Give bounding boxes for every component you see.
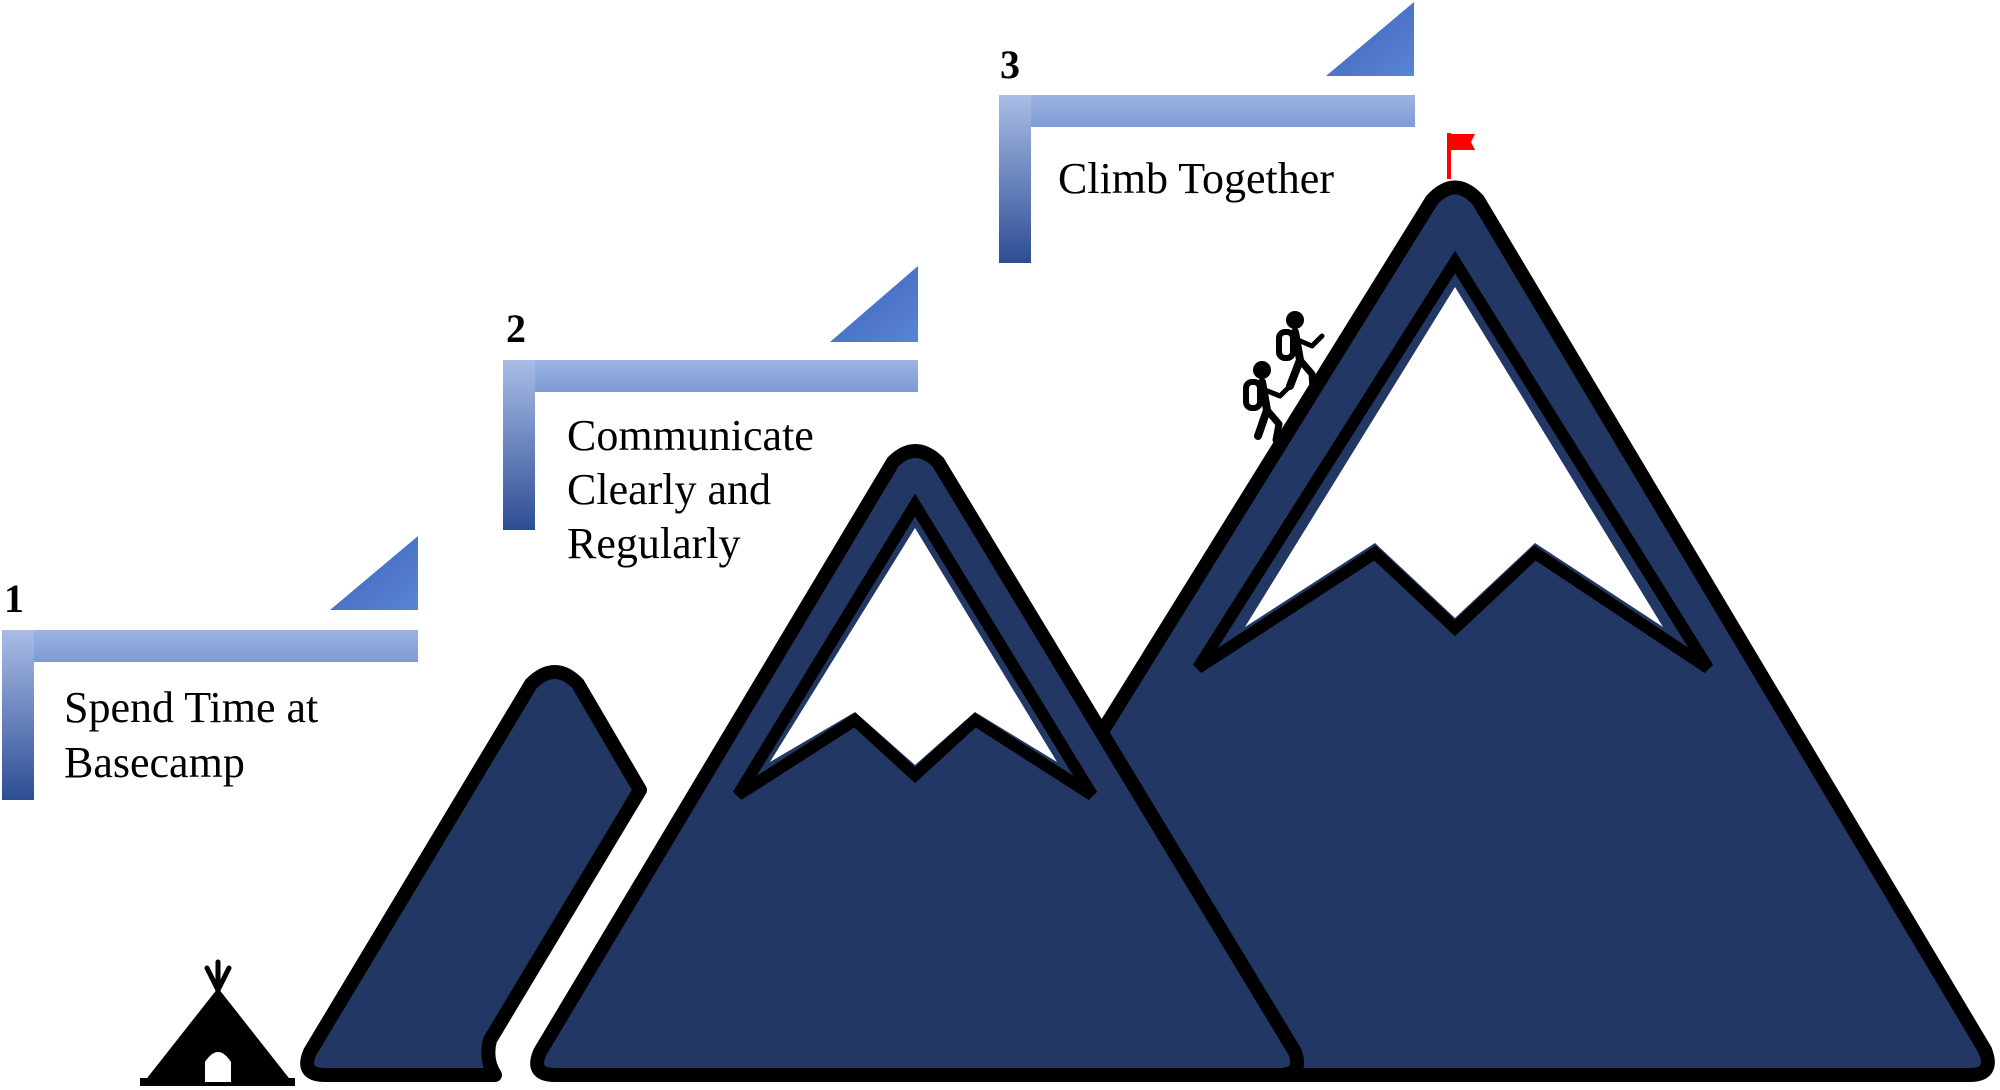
mountain-large-snow	[1245, 287, 1663, 627]
step-2-bar-vertical	[503, 360, 535, 530]
mountain-large	[1093, 180, 1995, 1082]
step-3-bar-horizontal	[999, 95, 1415, 127]
flag-icon	[1447, 133, 1475, 179]
tent-icon	[140, 959, 295, 1086]
mountain-small	[300, 665, 647, 1082]
step-1-label-line-2: Basecamp	[64, 738, 245, 787]
hiker-upper	[1276, 311, 1325, 392]
mountain-large-inner-outline	[1192, 250, 1714, 674]
mountain-middle-snow	[770, 528, 1057, 765]
step-1-bar-horizontal	[2, 630, 418, 662]
step-2-bar-horizontal	[503, 360, 918, 392]
hikers-icon	[1243, 311, 1325, 444]
hiker-lower	[1243, 361, 1293, 444]
step-1-bar-vertical	[2, 630, 34, 800]
step-1: 1 Spend Time at Basecamp	[2, 536, 418, 800]
mountain-middle-inner-outline	[732, 493, 1098, 801]
step-2-label-line-1: Communicate	[567, 411, 814, 460]
step-1-label-line-1: Spend Time at	[64, 683, 318, 732]
step-1-triangle	[330, 536, 418, 610]
step-1-label: Spend Time at Basecamp	[64, 683, 329, 787]
step-3-label-line-1: Climb Together	[1058, 154, 1334, 203]
step-3-number: 3	[1000, 42, 1020, 87]
step-2-label-line-2: Clearly and	[567, 465, 771, 514]
step-2-label-line-3: Regularly	[567, 519, 741, 568]
step-3-triangle	[1326, 2, 1414, 76]
step-3-label: Climb Together	[1058, 154, 1334, 203]
step-3-bar-vertical	[999, 95, 1031, 263]
step-2: 2 Communicate Clearly and Regularly	[503, 266, 918, 568]
step-2-label: Communicate Clearly and Regularly	[567, 411, 825, 568]
step-2-triangle	[830, 266, 918, 342]
mountain-range	[300, 180, 1995, 1082]
step-3: 3 Climb Together	[999, 2, 1415, 263]
step-1-number: 1	[4, 576, 24, 621]
step-2-number: 2	[506, 306, 526, 351]
